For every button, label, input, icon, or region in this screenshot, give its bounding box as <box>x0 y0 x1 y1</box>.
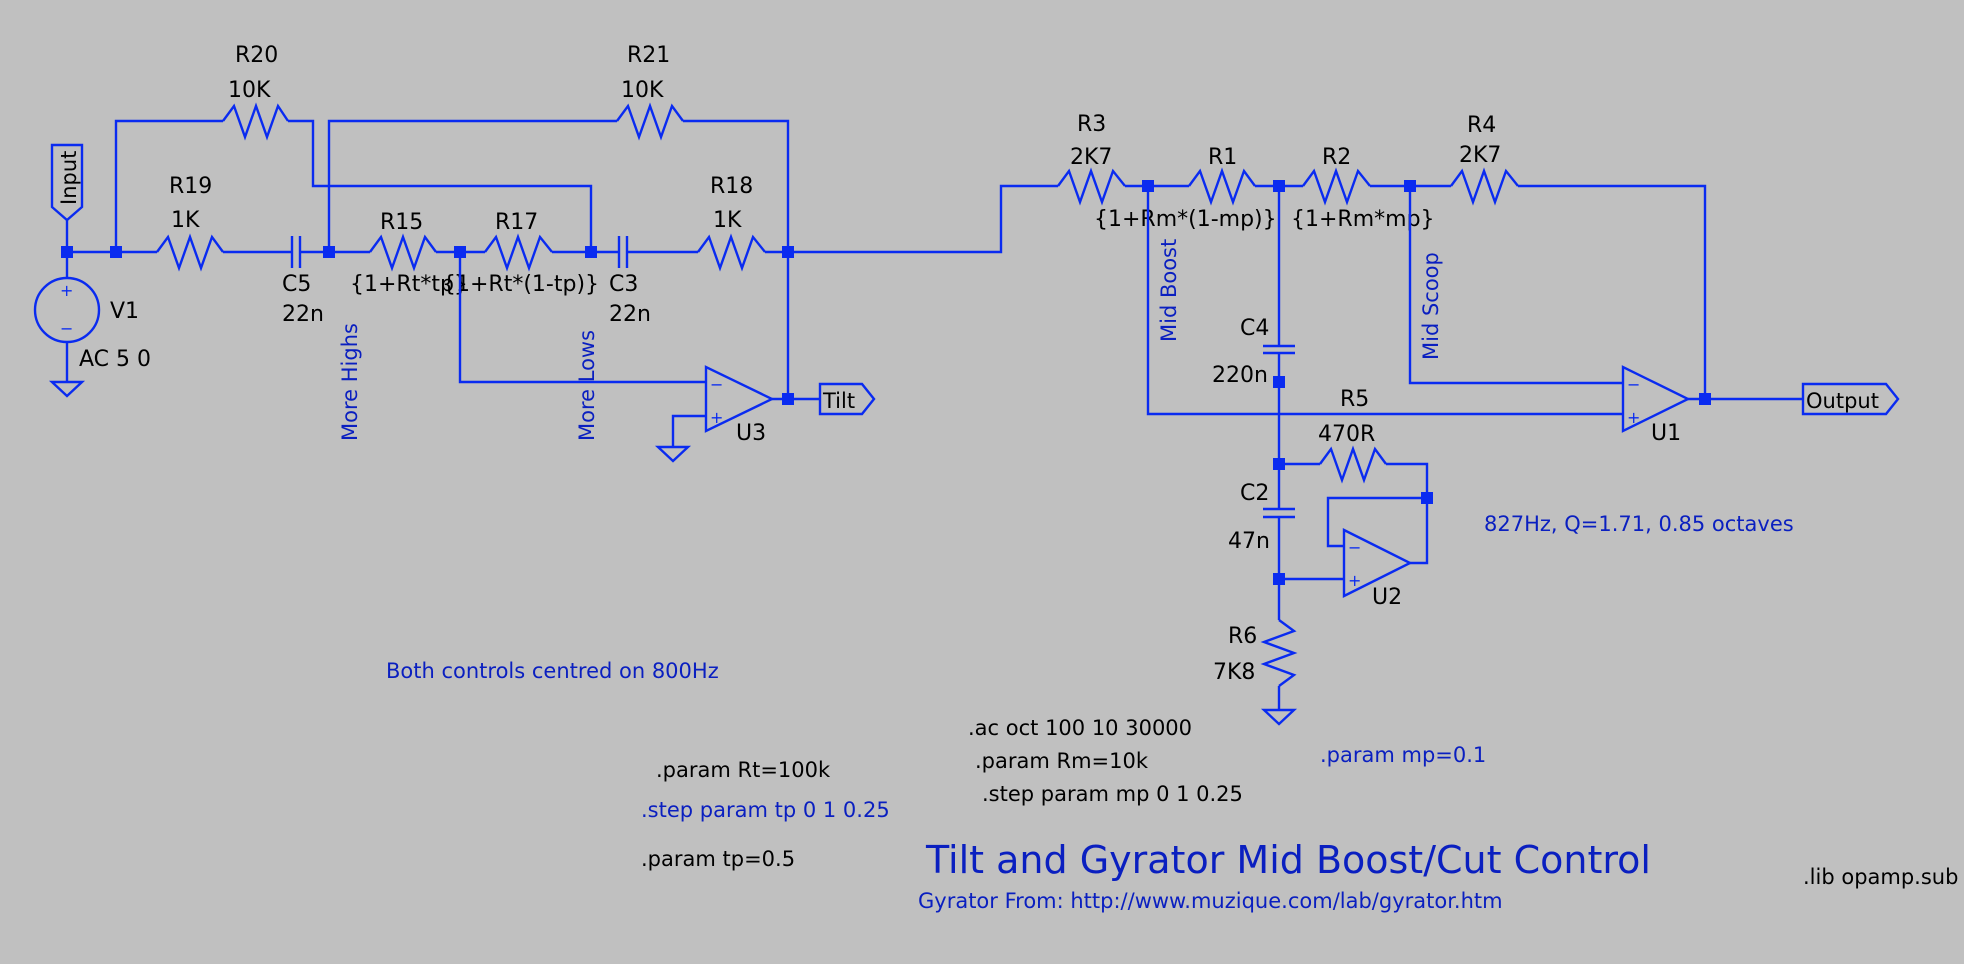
net-label-output-text: Output <box>1806 389 1879 413</box>
directive-param-mp[interactable]: .param mp=0.1 <box>1320 743 1486 767</box>
r18-name: R18 <box>710 174 753 199</box>
directive-lib[interactable]: .lib opamp.sub <box>1803 865 1958 889</box>
r17-value: {1+Rt*(1-tp)} <box>442 272 599 297</box>
r5-value: 470R <box>1318 422 1375 447</box>
u2-name: U2 <box>1372 585 1402 610</box>
directive-step-tp[interactable]: .step param tp 0 1 0.25 <box>641 798 890 822</box>
c5-name: C5 <box>282 272 311 297</box>
directive-step-mp[interactable]: .step param mp 0 1 0.25 <box>982 782 1243 806</box>
plus-pin-label: + <box>1627 408 1640 427</box>
c5-value: 22n <box>282 302 324 327</box>
r21-name: R21 <box>627 43 670 68</box>
u3-name: U3 <box>736 421 766 446</box>
opamp-u2[interactable]: − + <box>1342 528 1413 598</box>
v1-value: AC 5 0 <box>79 347 151 372</box>
r2-value: {1+Rm*mp} <box>1291 207 1435 232</box>
r6-name: R6 <box>1228 624 1257 649</box>
label-more-lows: More Lows <box>575 330 599 441</box>
junction <box>585 246 597 258</box>
junction <box>782 246 794 258</box>
c4-name: C4 <box>1240 316 1269 341</box>
comment-centred: Both controls centred on 800Hz <box>386 659 719 683</box>
r19-value: 1K <box>171 208 200 233</box>
r3-value: 2K7 <box>1070 145 1112 170</box>
r2-name: R2 <box>1322 145 1351 170</box>
resistor-r17[interactable] <box>484 233 553 272</box>
r1-value: {1+Rm*(1-mp)} <box>1094 207 1277 232</box>
resistor-r15[interactable] <box>369 233 437 272</box>
r19-name: R19 <box>169 174 212 199</box>
directive-param-rm[interactable]: .param Rm=10k <box>975 749 1149 773</box>
schematic-title: Tilt and Gyrator Mid Boost/Cut Control <box>925 838 1651 882</box>
r4-name: R4 <box>1467 113 1496 138</box>
net-label-input[interactable]: Input <box>50 143 84 222</box>
resistor-r1[interactable] <box>1188 167 1256 206</box>
ground-icon <box>654 445 692 463</box>
minus-pin-label: − <box>1348 538 1361 557</box>
net-label-tilt-text: Tilt <box>822 389 855 413</box>
junction <box>61 246 73 258</box>
r3-name: R3 <box>1077 112 1106 137</box>
junction <box>1273 376 1285 388</box>
resistor-r6[interactable] <box>1260 619 1298 687</box>
opamp-u3[interactable]: − + <box>704 365 775 433</box>
c3-value: 22n <box>609 302 651 327</box>
capacitor-c4[interactable] <box>1263 344 1295 355</box>
directive-param-tp[interactable]: .param tp=0.5 <box>641 847 795 871</box>
junction <box>1699 393 1711 405</box>
resistor-r2[interactable] <box>1302 167 1371 206</box>
label-mid-scoop: Mid Scoop <box>1419 252 1443 360</box>
opamp-u1[interactable]: − + <box>1621 365 1691 433</box>
voltage-source-v1[interactable]: + − <box>33 276 101 344</box>
plus-pin-label: + <box>710 408 723 427</box>
net-label-tilt[interactable]: Tilt <box>818 382 876 416</box>
resistor-r3[interactable] <box>1057 167 1126 206</box>
capacitor-c3[interactable] <box>617 236 629 268</box>
c2-value: 47n <box>1228 529 1270 554</box>
directive-ac[interactable]: .ac oct 100 10 30000 <box>968 716 1192 740</box>
label-mid-boost: Mid Boost <box>1157 239 1181 342</box>
v1-name: V1 <box>110 299 139 324</box>
minus-pin-label: − <box>1627 375 1640 394</box>
minus-pin-label: − <box>710 375 723 394</box>
resistor-r4[interactable] <box>1450 167 1519 206</box>
capacitor-c2[interactable] <box>1263 507 1295 519</box>
r5-name: R5 <box>1340 387 1369 412</box>
r17-name: R17 <box>495 210 538 235</box>
c4-value: 220n <box>1212 363 1268 388</box>
u1-name: U1 <box>1651 421 1681 446</box>
minus-sign: − <box>60 319 73 338</box>
r21-value: 10K <box>621 78 664 103</box>
c3-name: C3 <box>609 272 638 297</box>
r4-value: 2K7 <box>1459 143 1501 168</box>
resistor-r5[interactable] <box>1319 445 1387 484</box>
resistor-r18[interactable] <box>697 233 766 272</box>
r18-value: 1K <box>713 208 742 233</box>
r6-value: 7K8 <box>1213 660 1255 685</box>
plus-pin-label: + <box>1348 571 1361 590</box>
schematic-subtitle: Gyrator From: http://www.muzique.com/lab… <box>918 889 1503 913</box>
junction <box>782 393 794 405</box>
directive-param-rt[interactable]: .param Rt=100k <box>656 758 831 782</box>
c2-name: C2 <box>1240 481 1269 506</box>
comment-gyrator-spec: 827Hz, Q=1.71, 0.85 octaves <box>1484 512 1794 536</box>
capacitor-c5[interactable] <box>290 236 302 268</box>
r15-name: R15 <box>380 210 423 235</box>
label-more-highs: More Highs <box>338 323 362 441</box>
r20-value: 10K <box>228 78 271 103</box>
resistor-r19[interactable] <box>156 233 224 272</box>
net-label-output[interactable]: Output <box>1801 382 1900 416</box>
net-label-input-text: Input <box>57 151 81 205</box>
plus-sign: + <box>60 281 73 300</box>
r1-name: R1 <box>1208 145 1237 170</box>
resistor-r20[interactable] <box>222 102 289 141</box>
r15-value: {1+Rt*tp} <box>350 272 468 297</box>
ground-icon <box>1260 708 1298 726</box>
ground-icon <box>48 380 86 398</box>
resistor-r21[interactable] <box>616 102 684 141</box>
r20-name: R20 <box>235 43 278 68</box>
